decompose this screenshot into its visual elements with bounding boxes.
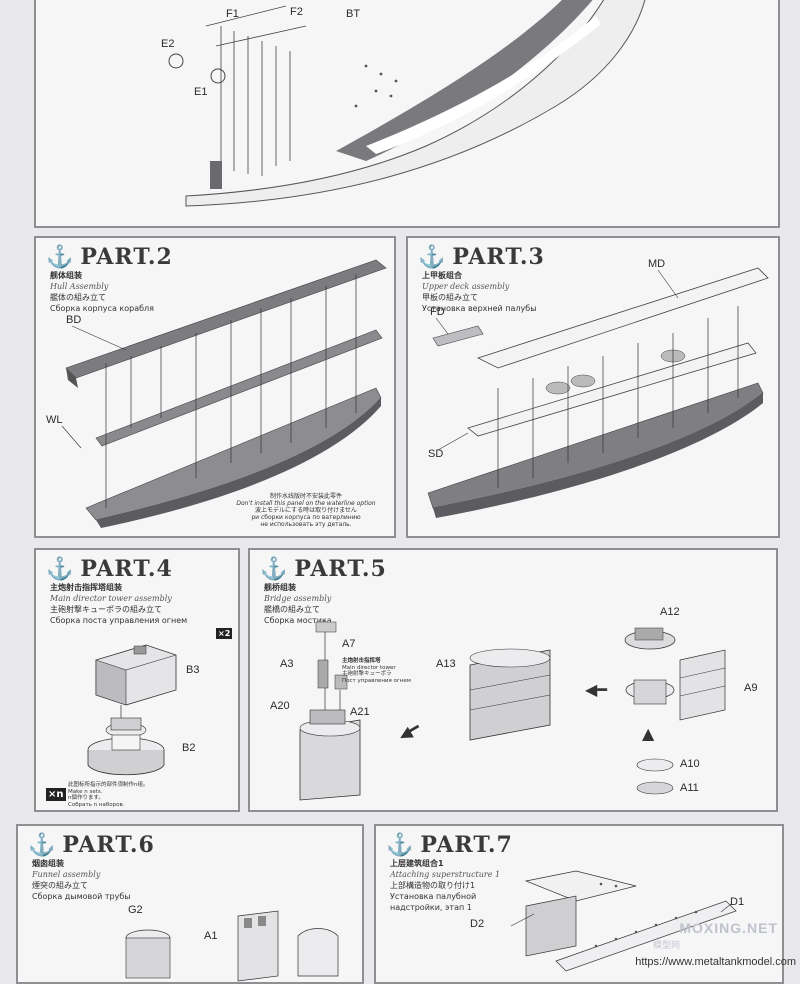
label-a7: A7 <box>342 638 356 650</box>
label-f2: F2 <box>290 6 303 18</box>
label-sd: SD <box>428 448 444 460</box>
label-wl: WL <box>46 414 63 426</box>
label-d2: D2 <box>470 918 485 930</box>
part2-subtitles: 舰体组装 Hull Assembly 艦体の組み立て Сборка корпус… <box>50 271 154 313</box>
part7-subtitles: 上层建筑组合1 Attaching superstructure 1 上部構造物… <box>390 859 501 912</box>
quantity-badge: ×2 <box>216 628 233 639</box>
part3-panel: ⚓PART.3 上甲板组合 Upper deck assembly 甲板の組み立… <box>406 236 780 538</box>
part4-title: ⚓PART.4 <box>46 556 173 582</box>
label-b3: B3 <box>186 664 200 676</box>
part6-title: ⚓PART.6 <box>28 832 155 858</box>
label-bd: BD <box>66 314 82 326</box>
label-bt: BT <box>346 8 361 20</box>
label-md: MD <box>648 258 666 270</box>
part5-title: ⚓PART.5 <box>260 556 387 582</box>
label-g2: G2 <box>128 904 143 916</box>
label-b2: B2 <box>182 742 196 754</box>
label-a11: A11 <box>680 782 699 794</box>
part7-panel: ⚓PART.7 上层建筑组合1 Attaching superstructure… <box>374 824 784 984</box>
part7-title: ⚓PART.7 <box>386 832 513 858</box>
anchor-icon: ⚓ <box>386 832 415 858</box>
anchor-icon: ⚓ <box>260 556 289 582</box>
label-a10: A10 <box>680 758 700 770</box>
label-a13: A13 <box>436 658 456 670</box>
bridge-assembly-diagram <box>299 620 726 801</box>
label-e1: E1 <box>194 86 208 98</box>
superstructure-diagram <box>510 870 737 972</box>
label-fd: FD <box>430 306 445 318</box>
director-tower-diagram <box>87 644 177 776</box>
main-director-callout: 主炮射击指挥塔 Main director tower 主砲射撃キューポラ По… <box>342 658 411 684</box>
part2-panel: ⚓PART.2 舰体组装 Hull Assembly 艦体の組み立て Сборк… <box>34 236 396 538</box>
anchor-icon: ⚓ <box>46 556 75 582</box>
label-f1: F1 <box>226 8 239 20</box>
anchor-icon: ⚓ <box>46 244 75 270</box>
funnel-diagram <box>125 910 339 982</box>
part5-subtitles: 舰桥组装 Bridge assembly 艦橋の組み立て Сборка мост… <box>264 583 332 625</box>
label-a21: A21 <box>350 706 370 718</box>
arrow-up-icon: ▲ <box>642 724 655 743</box>
part2-title: ⚓PART.2 <box>46 244 173 270</box>
part5-panel: ⚓PART.5 舰桥组装 Bridge assembly 艦橋の組み立て Сбо… <box>248 548 778 812</box>
part6-panel: ⚓PART.6 烟囱组装 Funnel assembly 煙突の組み立て Сбо… <box>16 824 364 984</box>
part3-subtitles: 上甲板组合 Upper deck assembly 甲板の組み立て Устано… <box>422 271 537 313</box>
anchor-icon: ⚓ <box>28 832 57 858</box>
part3-title: ⚓PART.3 <box>418 244 545 270</box>
hull-assembly-diagram <box>61 259 387 528</box>
xn-note: 此图标所指示的部件须制作n组。 Make n sets. n個作ります。 Соб… <box>68 782 149 808</box>
xn-icon: ×n <box>46 788 66 801</box>
label-a20: A20 <box>270 700 290 712</box>
label-a9: A9 <box>744 682 758 694</box>
watermark-sub: 模型网 <box>652 941 680 951</box>
part4-panel: ⚓PART.4 主炮射击指挥塔组装 Main director tower as… <box>34 548 240 812</box>
label-a12: A12 <box>660 606 680 618</box>
label-a1: A1 <box>204 930 218 942</box>
label-d1: D1 <box>730 896 745 908</box>
source-url: https://www.metaltankmodel.com <box>635 956 796 968</box>
upper-deck-diagram <box>427 267 769 518</box>
part2-waterline-note: 制作水线版时不安装此零件 Don't install this panel on… <box>236 493 376 528</box>
part6-subtitles: 烟囱组装 Funnel assembly 煙突の組み立て Сборка дымо… <box>32 859 131 901</box>
watermark: MOXING.NET <box>679 920 778 936</box>
anchor-icon: ⚓ <box>418 244 447 270</box>
top-panel: F1 F2 BT E2 E1 <box>34 0 780 228</box>
label-e2: E2 <box>161 38 175 50</box>
label-a3: A3 <box>280 658 294 670</box>
part4-subtitles: 主炮射击指挥塔组装 Main director tower assembly 主… <box>50 583 188 625</box>
hull-diagram <box>168 0 646 207</box>
arrow-left-icon: ◀━ <box>585 680 607 699</box>
